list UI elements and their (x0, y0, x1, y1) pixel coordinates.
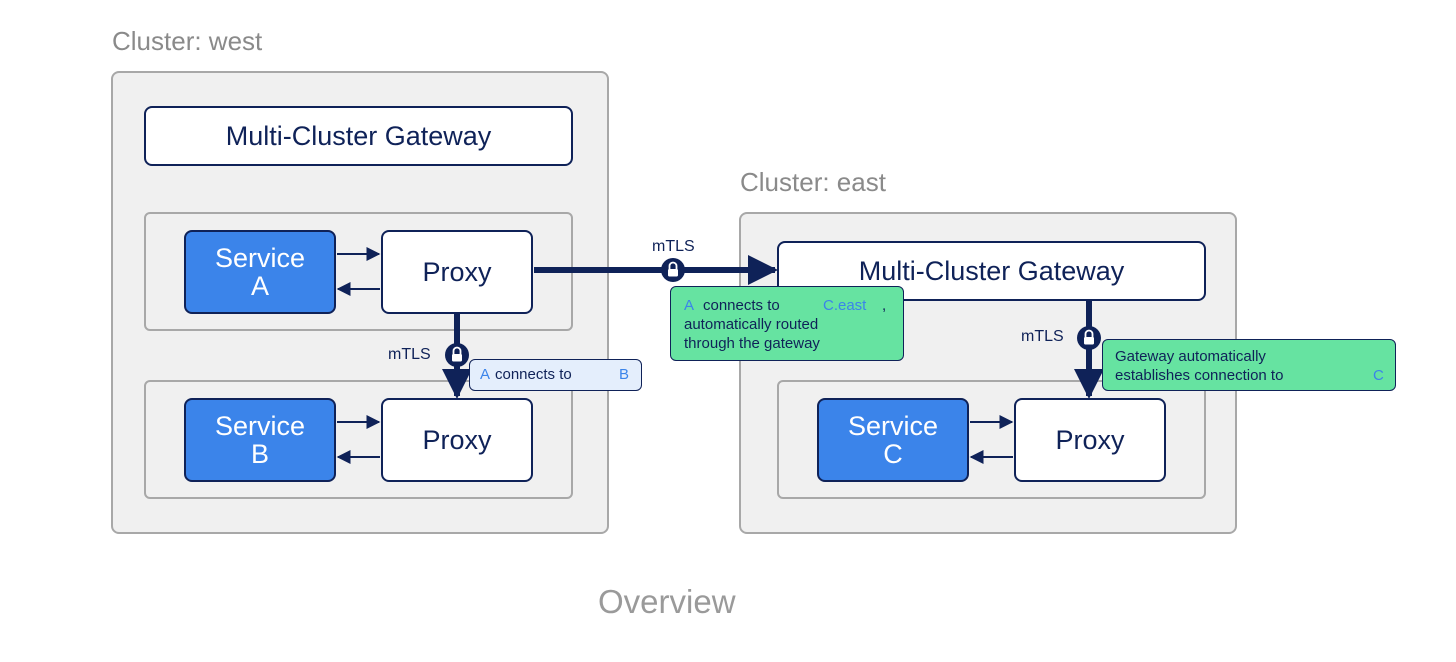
note-a-text: connects to (495, 366, 572, 383)
proxy-c: Proxy (1014, 398, 1166, 482)
mtls-label-west: mTLS (388, 346, 431, 363)
service-b: Service B (184, 398, 336, 482)
lock-icon (445, 343, 469, 367)
service-a: Service A (184, 230, 336, 314)
lock-icon (661, 258, 685, 282)
note-east-gateway: Gateway automatically establishes connec… (1102, 339, 1396, 391)
note-cross-line2: automatically routed (684, 316, 819, 333)
service-b-name: B (250, 439, 269, 469)
service-a-label: Service (214, 243, 306, 273)
cluster-west-title: Cluster: west (112, 26, 263, 56)
note-cross-cluster: A connects to C.east , automatically rou… (670, 286, 904, 361)
note-cross-text1: connects to (703, 297, 780, 314)
note-cross-target: C.east (823, 297, 867, 314)
note-a-connects-b: A connects to B (469, 359, 642, 391)
note-east-target: C (1373, 367, 1384, 384)
lock-icon (1077, 326, 1101, 350)
proxy-a: Proxy (381, 230, 533, 314)
note-cross-comma: , (882, 297, 887, 314)
note-east-line1: Gateway automatically (1115, 348, 1266, 365)
mtls-label-cross: mTLS (652, 238, 695, 255)
service-a-name: A (250, 271, 269, 301)
west-gateway: Multi-Cluster Gateway (144, 106, 573, 166)
service-c: Service C (817, 398, 969, 482)
note-b-name: B (619, 366, 630, 383)
diagram-caption: Overview (598, 583, 736, 620)
mtls-label-east: mTLS (1021, 328, 1064, 345)
service-c-name: C (883, 439, 903, 469)
service-b-label: Service (214, 411, 306, 441)
cluster-east-title: Cluster: east (740, 167, 886, 197)
proxy-b: Proxy (381, 398, 533, 482)
note-cross-a: A (684, 297, 695, 314)
service-c-label: Service (847, 411, 939, 441)
note-cross-line3: through the gateway (684, 335, 820, 352)
note-east-line2: establishes connection to (1115, 367, 1284, 384)
note-a-name: A (480, 366, 491, 383)
